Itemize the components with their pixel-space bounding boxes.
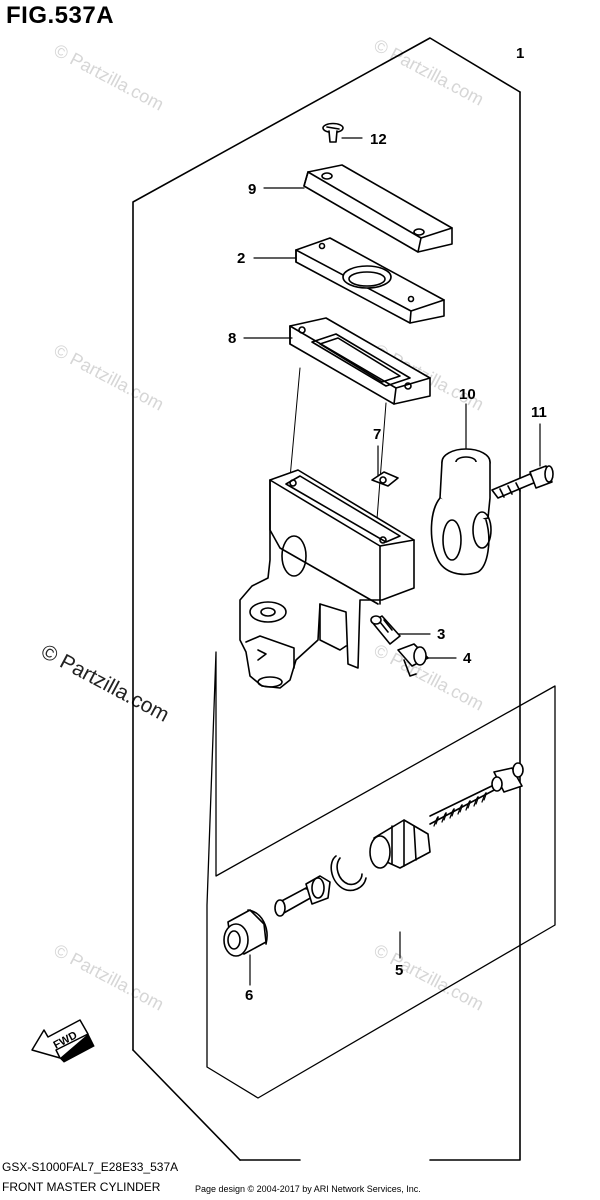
bleeder-cap-4 — [397, 643, 429, 677]
callout-3: 3 — [437, 626, 445, 643]
callout-9: 9 — [248, 181, 256, 198]
diagram-code: GSX-S1000FAL7_E28E33_537A — [2, 1160, 179, 1174]
secondary-piston — [369, 819, 431, 869]
diaphragm-8 — [289, 317, 431, 405]
callout-7: 7 — [373, 426, 381, 443]
diagram-name: FRONT MASTER CYLINDER — [2, 1180, 161, 1194]
banjo-fitting-10 — [430, 448, 492, 576]
callout-2: 2 — [237, 250, 245, 267]
callout-12: 12 — [370, 131, 387, 148]
clip-7 — [371, 471, 399, 487]
bleeder-valve-3 — [370, 615, 401, 645]
circlip — [330, 855, 367, 892]
copyright-notice: Page design © 2004-2017 by ARI Network S… — [195, 1184, 421, 1194]
callout-1: 1 — [516, 45, 524, 62]
callout-6: 6 — [245, 987, 253, 1004]
banjo-bolt-11 — [491, 465, 554, 499]
push-rod-spring — [429, 781, 501, 827]
retainer-pin — [491, 762, 524, 793]
fwd-arrow: FWD — [31, 1019, 95, 1063]
callout-10: 10 — [459, 386, 476, 403]
reservoir-cap-9 — [303, 164, 453, 253]
assembly-outline — [429, 91, 521, 1161]
diaphragm-plate-2 — [295, 237, 445, 324]
piston-cup-6 — [223, 909, 268, 957]
subassembly-outline — [206, 651, 556, 1099]
callout-4: 4 — [463, 650, 472, 667]
screw-12 — [322, 122, 344, 143]
master-cylinder-body — [239, 469, 415, 689]
primary-piston — [274, 875, 331, 917]
callout-8: 8 — [228, 330, 236, 347]
figure-title: FIG.537A — [6, 2, 115, 29]
callout-11: 11 — [531, 404, 547, 421]
callout-5: 5 — [395, 962, 403, 979]
